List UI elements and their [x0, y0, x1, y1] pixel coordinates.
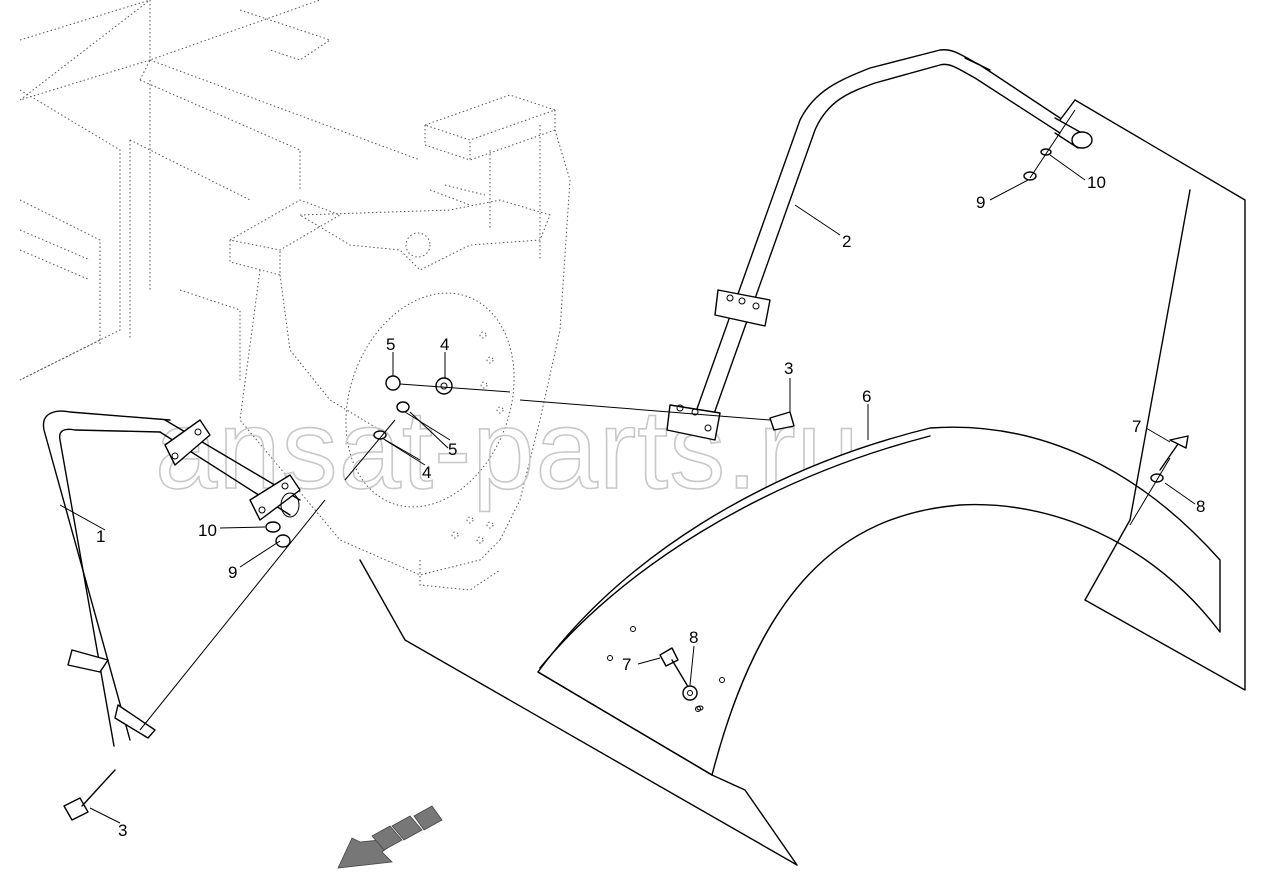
callout-7-right: 7 [1132, 417, 1141, 436]
callout-3-right: 3 [784, 359, 793, 378]
handrail-left [42, 410, 301, 747]
callout-4-lower: 4 [422, 463, 431, 482]
callout-3-left: 3 [118, 821, 127, 840]
chassis-frame [19, 0, 571, 591]
callout-9-right: 9 [976, 193, 985, 212]
handrail-right [666, 49, 1093, 441]
callout-4-upper: 4 [440, 335, 449, 354]
direction-arrow-icon [337, 805, 443, 869]
callout-leaders [59, 154, 1196, 824]
callout-5-upper: 5 [386, 335, 395, 354]
callout-labels: 1 2 3 3 4 4 5 5 6 7 7 8 8 9 9 10 10 [96, 173, 1205, 840]
callout-5-lower: 5 [448, 440, 457, 459]
callout-9-left: 9 [228, 563, 237, 582]
callout-10-right: 10 [1087, 173, 1106, 192]
callout-10-left: 10 [198, 521, 217, 540]
callout-1: 1 [96, 527, 105, 546]
callout-8-lower: 8 [689, 628, 698, 647]
callout-2: 2 [842, 232, 851, 251]
callout-8-right: 8 [1196, 497, 1205, 516]
mudguard [359, 99, 1246, 866]
fasteners [63, 109, 1189, 821]
callout-6: 6 [862, 387, 871, 406]
callout-7-lower: 7 [622, 655, 631, 674]
